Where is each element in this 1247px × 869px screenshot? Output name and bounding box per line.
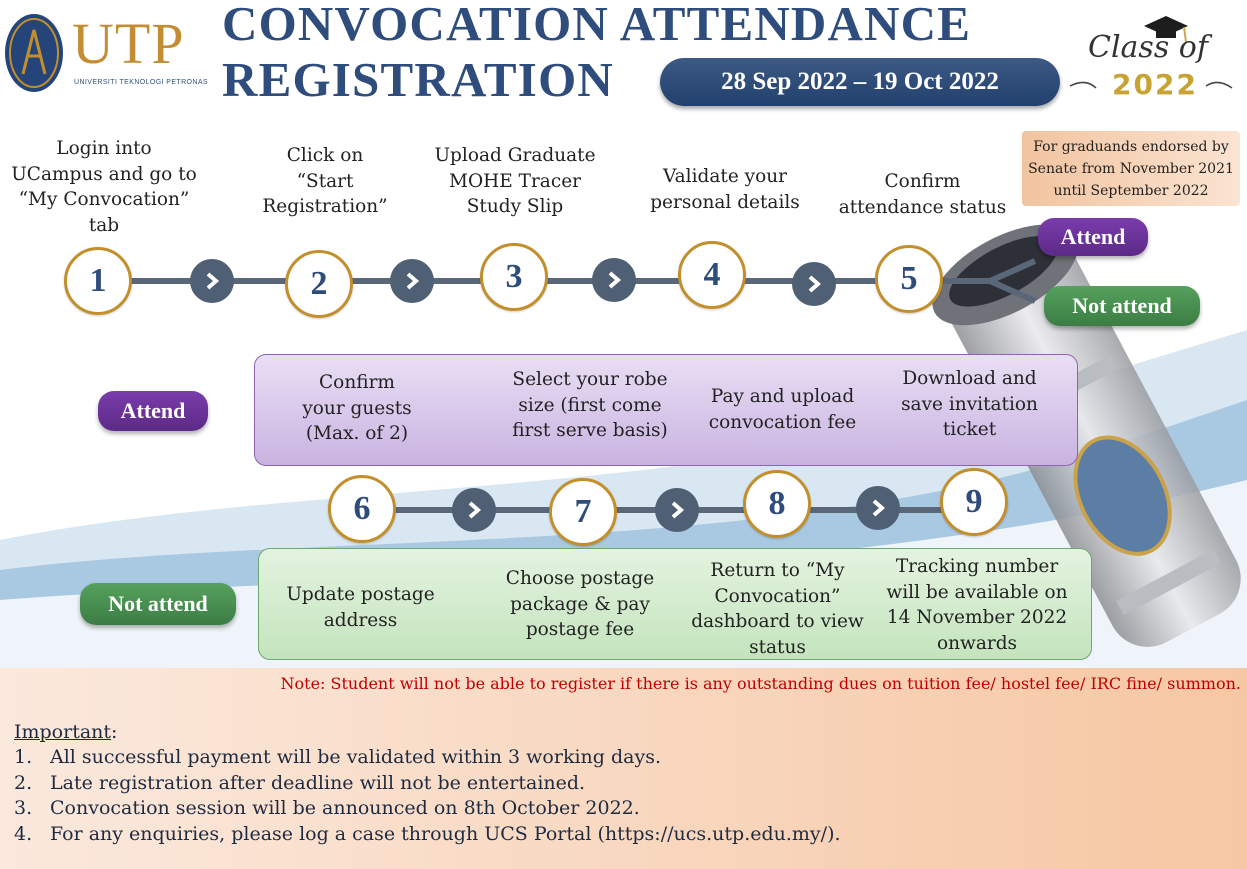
list-item: 3.Convocation session will be announced … <box>14 797 640 819</box>
step-2-label: Click on “Start Registration” <box>262 145 388 217</box>
branch-connector-line <box>940 278 990 284</box>
step-1-circle: 1 <box>64 247 132 315</box>
not-attend-option-badge: Not attend <box>1044 286 1200 326</box>
step-1-label: Login into UCampus and go to “My Convoca… <box>11 138 197 236</box>
postage-fee-step-label: Choose postage package & pay postage fee <box>505 568 655 640</box>
class-of-badge: Class of 2022 <box>1066 8 1236 104</box>
page-title-line1: CONVOCATION ATTENDANCE <box>222 0 972 51</box>
chevron-right-icon <box>655 488 699 532</box>
list-item: 4.For any enquiries, please log a case t… <box>14 822 841 845</box>
step-5-circle: 5 <box>875 245 943 313</box>
step-8-circle: 8 <box>743 470 811 538</box>
class-of-text: Class of <box>1088 30 1208 65</box>
view-status-step-label: Return to “My Convocation” dashboard to … <box>691 560 864 658</box>
step-9-circle: 9 <box>940 468 1008 536</box>
attend-steps-box <box>254 354 1078 466</box>
step-6-circle: 6 <box>328 475 396 543</box>
step-7-circle: 7 <box>549 478 617 546</box>
attend-section-label: Attend <box>98 391 208 431</box>
chevron-right-icon <box>190 259 234 303</box>
page-title-line2: REGISTRATION <box>222 52 614 107</box>
important-panel <box>0 668 1247 869</box>
logo-wordmark: UTP <box>72 11 185 76</box>
step-2-circle: 2 <box>285 250 353 318</box>
graduation-cap-icon <box>1069 16 1233 89</box>
logo-subtitle: UNIVERSITI TEKNOLOGI PETRONAS <box>74 79 208 86</box>
attend-option-badge: Attend <box>1038 218 1148 256</box>
step-5-label: Confirm attendance status <box>838 171 1007 218</box>
step-3-label: Upload Graduate MOHE Tracer Study Slip <box>434 145 596 217</box>
step-6-label: Confirm your guests (Max. of 2) <box>302 372 412 444</box>
outstanding-dues-note: Note: Student will not be able to regist… <box>280 674 1241 693</box>
class-year: 2022 <box>1112 68 1198 101</box>
chevron-right-icon <box>452 488 496 532</box>
chevron-right-icon <box>592 258 636 302</box>
utp-emblem-icon <box>5 14 63 92</box>
not-attend-section-label: Not attend <box>80 583 236 625</box>
important-list: 1.All successful payment will be validat… <box>14 745 841 847</box>
step-7-label: Select your robe size (first come first … <box>512 369 668 441</box>
list-item: 1.All successful payment will be validat… <box>14 746 661 768</box>
list-item: 2.Late registration after deadline will … <box>14 771 586 794</box>
tracking-number-step-label: Tracking number will be available on 14 … <box>886 556 1068 654</box>
step-4-circle: 4 <box>678 241 746 309</box>
not-attend-steps-box <box>258 548 1092 660</box>
branch-split-icon <box>988 258 1037 304</box>
date-range-badge: 28 Sep 2022 – 19 Oct 2022 <box>660 58 1060 106</box>
chevron-right-icon <box>792 262 836 306</box>
step-3-circle: 3 <box>480 243 548 311</box>
step-9-label: Download and save invitation ticket <box>901 368 1038 440</box>
postage-address-step-label: Update postage address <box>286 584 435 631</box>
important-heading: Important: <box>14 721 118 743</box>
senate-endorsement-note: For graduands endorsed by Senate from No… <box>1022 131 1240 206</box>
chevron-right-icon <box>390 259 434 303</box>
step-8-label: Pay and upload convocation fee <box>708 386 857 433</box>
step-4-label: Validate your personal details <box>650 166 800 213</box>
chevron-right-icon <box>856 486 900 530</box>
